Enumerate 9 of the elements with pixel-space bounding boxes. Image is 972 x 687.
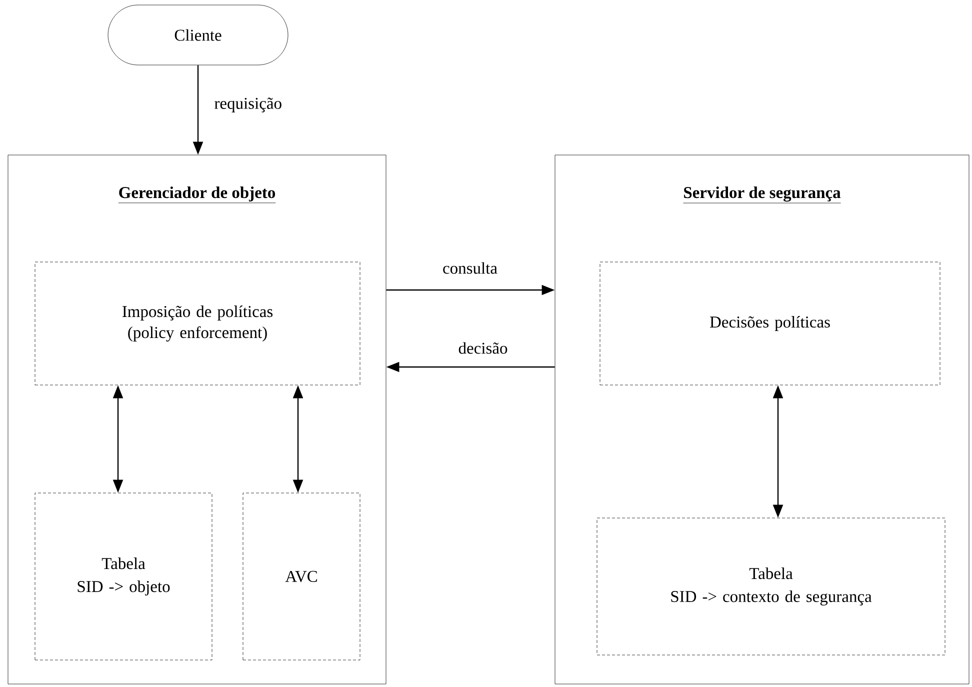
module-box: Tabela SID -> contexto de segurança <box>596 518 946 656</box>
module-box: AVC <box>242 492 360 660</box>
module-box: Imposição de políticas (policy enforcement) <box>34 262 360 386</box>
edge-label: decisão <box>457 341 509 355</box>
module-box: Tabela SID -> objeto <box>34 492 212 660</box>
edge-label: consulta <box>442 261 498 275</box>
edge-label: requisição <box>213 96 283 114</box>
terminal-pill: Cliente <box>108 4 288 66</box>
module-box: Decisões políticas <box>600 262 940 386</box>
